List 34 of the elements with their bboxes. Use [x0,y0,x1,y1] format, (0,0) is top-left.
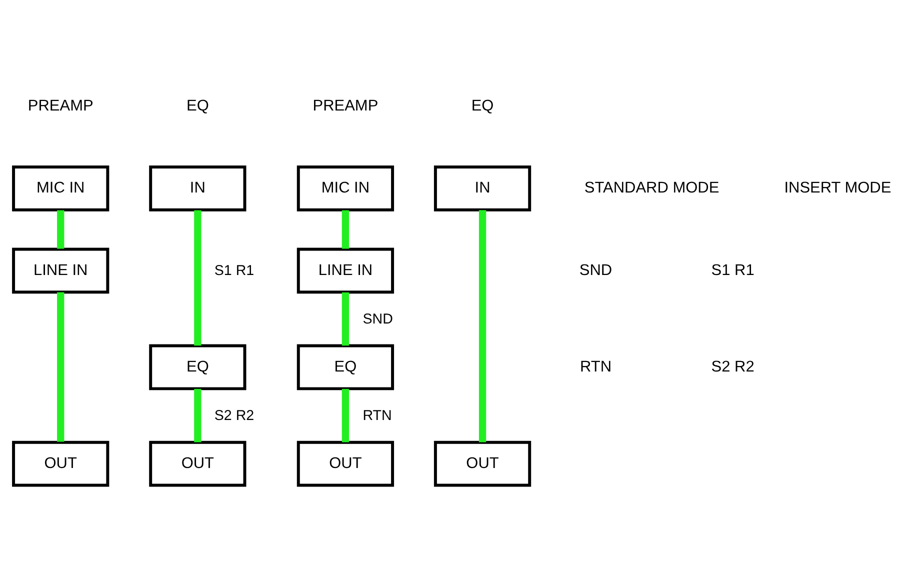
label: INSERT MODE [784,179,892,196]
edge-label: S1 R1 [214,262,254,278]
node-box: LINE IN [12,247,110,294]
label: PREAMP [312,96,378,114]
node-box: OUT [12,440,110,486]
node-box: OUT [149,440,246,486]
label: S1 R1 [711,261,754,278]
connector [342,388,350,442]
node-box: EQ [296,344,394,390]
edge-label: S2 R2 [214,407,254,424]
node-box: OUT [296,440,394,486]
edge-label: SND [362,310,393,327]
label: SND [579,261,612,278]
node-box: EQ [149,344,246,390]
label: PREAMP [28,96,94,114]
node-box: LINE IN [296,247,394,294]
connector [57,292,64,442]
connector [342,210,350,248]
connector [194,388,202,442]
label: STANDARD MODE [584,179,720,196]
node-box: IN [149,165,246,211]
label: RTN [580,358,612,375]
connector [478,210,486,442]
connector [57,210,64,248]
label: EQ [186,96,209,114]
label: EQ [471,96,494,114]
connector [194,210,202,346]
node-box: MIC IN [12,165,110,211]
node-box: MIC IN [296,165,394,211]
edge-label: RTN [362,407,392,424]
label: S2 R2 [711,358,754,375]
node-box: OUT [434,440,532,486]
connector [342,292,350,346]
node-box: IN [434,165,532,211]
